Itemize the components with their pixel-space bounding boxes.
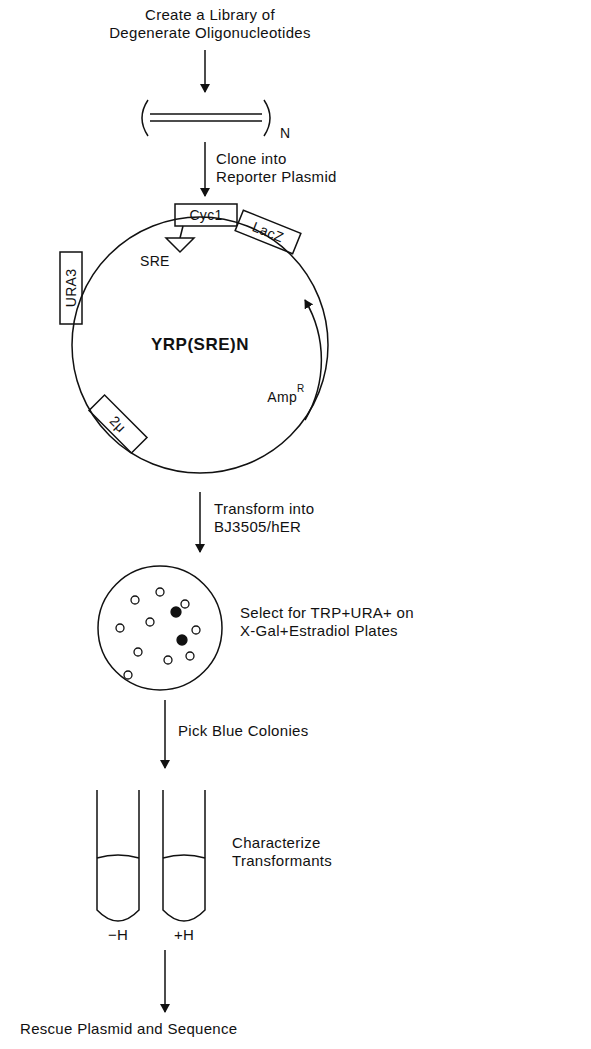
cyc1-box: [175, 204, 237, 226]
test-tube: [97, 790, 139, 921]
element-label: SRE: [140, 252, 190, 270]
step-arrow: [204, 142, 206, 196]
ura3-box: [60, 252, 82, 324]
step-arrow: [164, 700, 166, 768]
gene-label: Amp: [252, 388, 297, 406]
gene-label: Cyc1: [175, 206, 237, 224]
liquid-level: [97, 855, 139, 858]
step-arrow: [164, 950, 166, 1012]
2mu-box: [89, 395, 147, 453]
step-text: Create a Library of Degenerate Oligonucl…: [80, 6, 340, 42]
repeat-subscript: N: [280, 124, 310, 142]
step-text: Transform into BJ3505/hER: [214, 500, 364, 536]
step-text: Select for TRP+URA+ on X-Gal+Estradiol P…: [240, 604, 470, 640]
step-arrow: [204, 50, 206, 92]
step-text: Rescue Plasmid and Sequence: [20, 1020, 420, 1038]
bracket: [142, 100, 148, 136]
step-text: Clone into Reporter Plasmid: [216, 150, 356, 186]
dna-strand: [150, 120, 262, 122]
superscript: R: [297, 380, 317, 398]
plasmid-circle: YRP(SRE)N: [70, 215, 330, 475]
colonies: [116, 588, 200, 679]
step-arrow: [199, 492, 201, 552]
gene-label: URA3: [62, 253, 80, 323]
test-tube: [163, 790, 205, 921]
lacz-box: [235, 210, 301, 254]
liquid-level: [163, 855, 205, 858]
step-text: Characterize Transformants: [232, 834, 362, 870]
ampr-arrow: [305, 300, 321, 420]
tube-label: −H: [98, 926, 138, 944]
gene-label: LacZ: [236, 212, 300, 252]
bracket: [264, 100, 270, 136]
step-text: Pick Blue Colonies: [178, 722, 378, 740]
dna-strand: [150, 113, 262, 115]
plasmid-name: YRP(SRE)N: [151, 335, 249, 355]
tube-label: +H: [164, 926, 204, 944]
sre-triangle: [166, 238, 194, 252]
insert-leader: [180, 226, 183, 238]
agar-plate: [98, 566, 222, 690]
